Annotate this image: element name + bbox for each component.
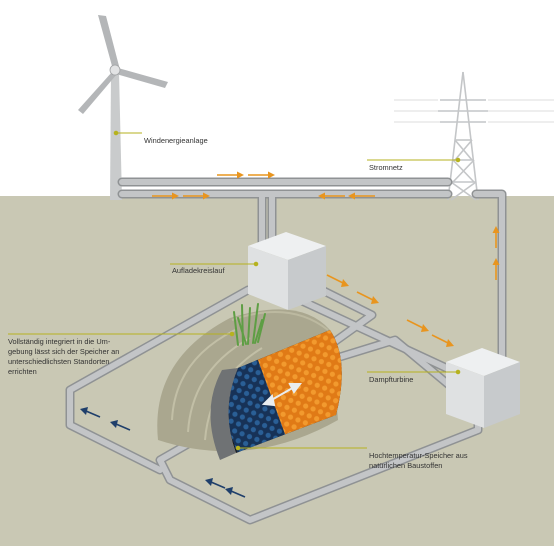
label-heat-storage: Hochtemperatur-Speicher aus natürlichen … bbox=[369, 451, 468, 471]
label-integration-line: gebung lässt sich der Speicher an bbox=[8, 347, 120, 356]
steam-turbine-unit bbox=[446, 348, 520, 428]
label-wind-text: Windenergieanlage bbox=[144, 136, 208, 145]
label-storage-line: Hochtemperatur-Speicher aus bbox=[369, 451, 468, 460]
callout-lines bbox=[8, 130, 461, 451]
arrow-left-icon bbox=[318, 192, 375, 200]
label-storage-line: natürlichen Baustoffen bbox=[369, 461, 443, 470]
exchange-arrow-icon bbox=[261, 383, 302, 407]
label-integration-line: unterschiedlichsten Standorten bbox=[8, 357, 110, 366]
label-integration-line: errichten bbox=[8, 367, 37, 376]
label-integration: Vollständig integriert in die Um- gebung… bbox=[8, 337, 119, 377]
label-grid-text: Stromnetz bbox=[369, 163, 403, 172]
label-steam-turbine: Dampfturbine bbox=[369, 375, 413, 385]
arrow-right-icon bbox=[152, 171, 454, 347]
power-lines bbox=[394, 99, 554, 123]
grass-icon bbox=[233, 303, 266, 346]
label-integration-line: Vollständig integriert in die Um- bbox=[8, 337, 111, 346]
power-pylon-icon bbox=[438, 71, 488, 201]
label-turbine-text: Dampfturbine bbox=[369, 375, 414, 384]
label-power-grid: Stromnetz bbox=[369, 163, 403, 173]
label-charge-text: Aufladekreislauf bbox=[172, 266, 225, 275]
return-flow-arrows bbox=[80, 407, 246, 498]
label-charge-loop: Aufladekreislauf bbox=[172, 266, 225, 276]
wind-turbine-icon bbox=[78, 15, 168, 200]
label-wind-turbine: Windenergieanlage bbox=[144, 136, 208, 146]
arrow-up-icon bbox=[492, 226, 500, 280]
charge-loop-unit bbox=[248, 232, 326, 310]
